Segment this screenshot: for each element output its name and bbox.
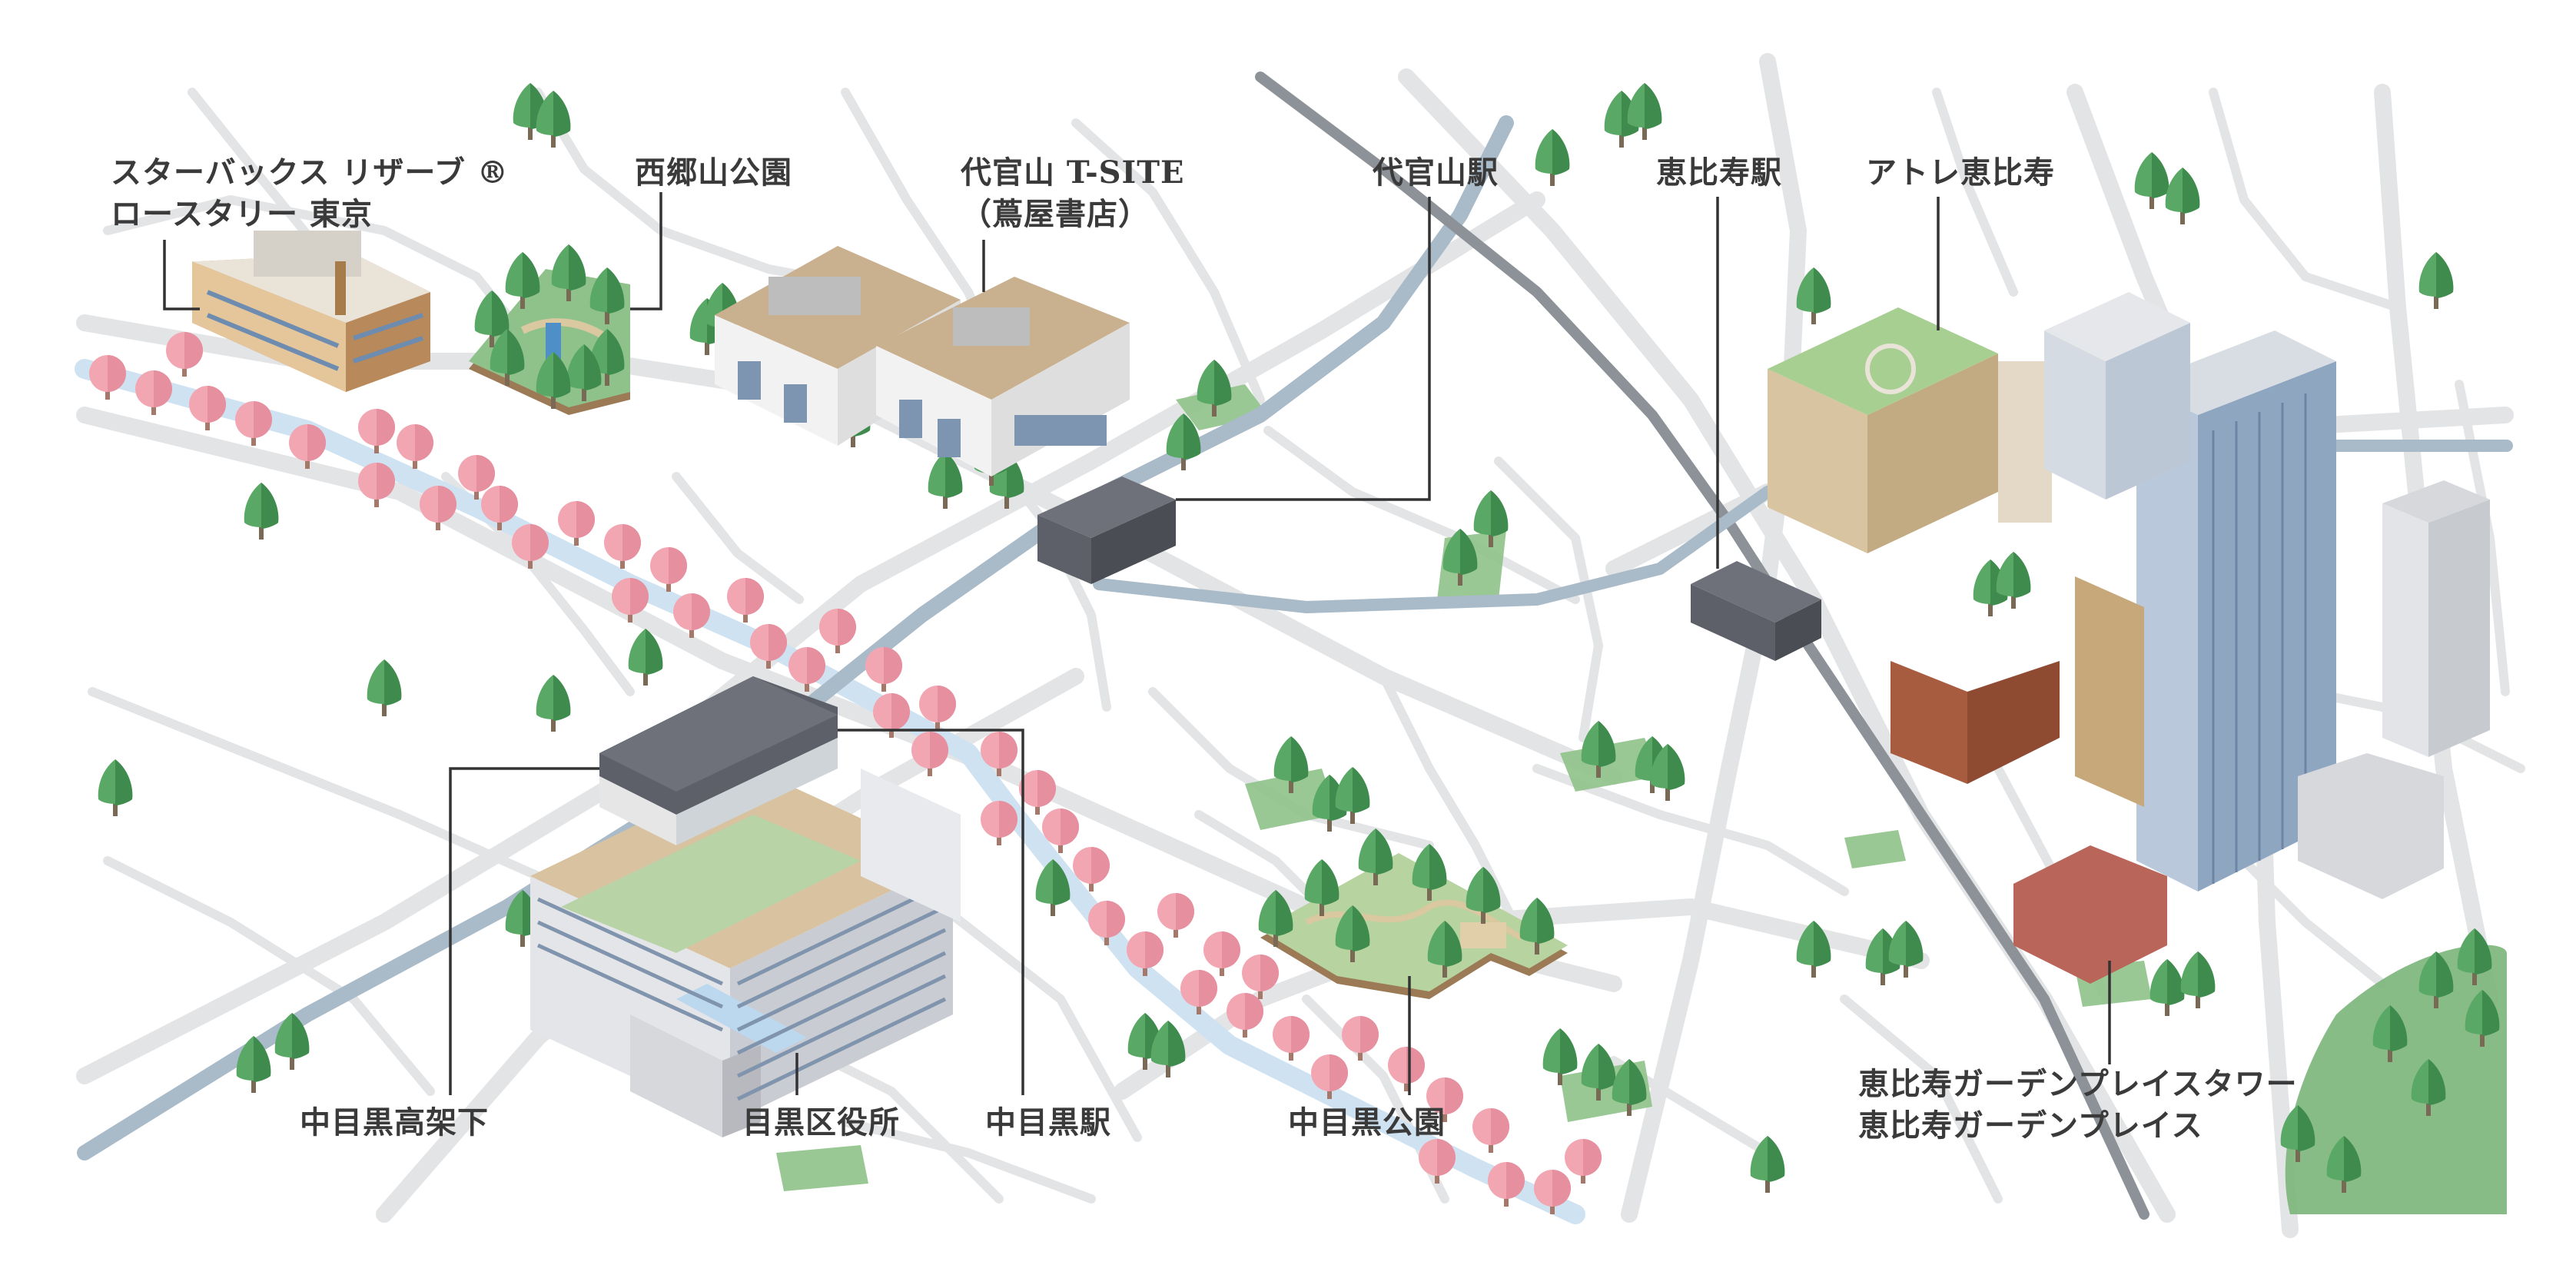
label-nakameguro-station: 中目黒駅 [985,1104,1111,1141]
leader-nakameguro-station [838,729,1024,1095]
label-ebisu-garden-place: 恵比寿ガーデンプレイスタワー 恵比寿ガーデンプレイス [1858,1064,2298,1147]
toyoko-line [77,115,1514,1160]
label-daikanyama-station: 代官山駅 [1373,154,1499,191]
label-tsite-line2: （蔦屋書店） [961,196,1150,232]
label-starbucks-line2: ロースタリー 東京 [111,196,373,232]
label-daikanyama-tsite: 代官山 T-SITE （蔦屋書店） [961,152,1185,235]
label-nakameguro-koukashita: 中目黒高架下 [300,1104,489,1141]
label-nakameguro-park: 中目黒公園 [1288,1104,1446,1141]
nakameguro-park [1258,828,1568,999]
label-ebisu-station: 恵比寿駅 [1656,154,1782,191]
saigoyama-park [469,244,630,415]
station-blocks [599,476,1821,845]
leader-saigoyama [630,192,662,310]
label-saigoyama-park: 西郷山公園 [635,154,792,191]
label-starbucks-roastery: スターバックス リザーブ ® ロースタリー 東京 [111,152,509,235]
daikanyama-tsite-buildings [715,246,1130,476]
nakameguro-station-block [599,676,838,845]
hibiya-line [1255,71,2149,1220]
label-garden-place-line2: 恵比寿ガーデンプレイス [1858,1107,2203,1144]
label-atre-ebisu: アトレ恵比寿 [1866,154,2055,191]
label-starbucks-line1: スターバックス リザーブ ® [111,154,509,191]
label-tsite-line1: 代官山 T-SITE [961,154,1185,191]
ebisu-garden-place-buildings [1891,330,2490,984]
leader-lines [163,192,2111,1095]
leader-daikanyama [1176,197,1431,501]
label-garden-place-line1: 恵比寿ガーデンプレイスタワー [1858,1066,2298,1102]
starbucks-roastery-building [192,231,430,392]
daikanyama-station-block [1037,476,1176,584]
leader-starbucks [163,240,200,310]
leader-koukashita [449,767,599,1095]
label-meguro-ward-office: 目黒区役所 [742,1104,900,1141]
meguro-ward-office-building [530,769,961,1137]
atre-ebisu-building [1768,292,2190,553]
ebisu-station-block [1691,561,1821,661]
